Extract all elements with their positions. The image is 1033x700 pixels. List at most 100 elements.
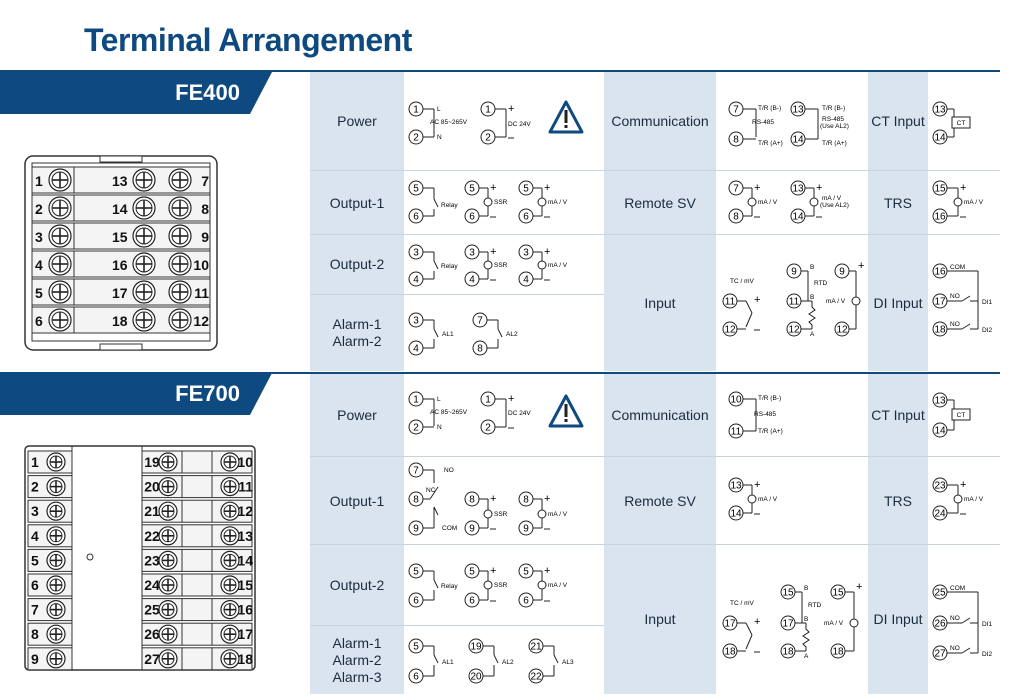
svg-text:19: 19	[470, 642, 482, 653]
fe700-trs-diagram: 23 + mA / V 24	[928, 457, 1000, 545]
svg-text:9: 9	[413, 524, 419, 535]
svg-text:10: 10	[730, 395, 742, 406]
terminal-number: 10	[193, 257, 209, 273]
svg-text:9: 9	[791, 267, 797, 278]
terminal-number: 18	[237, 651, 253, 667]
terminal-3: 3	[518, 244, 534, 260]
svg-text:4: 4	[523, 275, 529, 286]
terminal-7: 7	[408, 462, 424, 478]
fe700-alarm-label: Alarm-1 Alarm-2 Alarm-3	[310, 625, 404, 694]
terminal-row: 3 15 9	[35, 223, 209, 249]
svg-text:B: B	[810, 294, 814, 301]
terminal-5: 5	[464, 563, 480, 579]
svg-text:23: 23	[934, 481, 946, 492]
svg-text:12: 12	[724, 325, 736, 336]
terminal-2: 2	[408, 129, 424, 145]
svg-text:6: 6	[413, 596, 419, 607]
svg-text:20: 20	[470, 672, 482, 683]
svg-text:18: 18	[782, 647, 794, 658]
fe400-input-label: Input	[604, 235, 716, 371]
terminal-8: 8	[472, 340, 488, 356]
terminal-number: 9	[201, 229, 209, 245]
fe400-model-name: FE400	[175, 80, 240, 105]
terminal-21: 21	[528, 638, 544, 654]
svg-text:27: 27	[934, 649, 946, 660]
terminal-number: 5	[31, 552, 39, 568]
svg-text:3: 3	[469, 248, 475, 259]
terminal-number: 2	[35, 201, 43, 217]
terminal-11: 11	[786, 293, 802, 309]
label-al1: AL1	[442, 659, 454, 666]
label-no: NO	[950, 615, 960, 622]
svg-text:2: 2	[485, 133, 491, 144]
terminal-15: 15	[830, 584, 846, 600]
terminal-number: 8	[201, 201, 209, 217]
label-ma-v: mA / V	[548, 199, 568, 206]
terminal-number: 3	[35, 229, 43, 245]
terminal-5: 5	[518, 563, 534, 579]
terminal-24: 24	[932, 505, 948, 521]
terminal-number: 17	[112, 285, 128, 301]
svg-text:5: 5	[523, 567, 529, 578]
terminal-14: 14	[932, 129, 948, 145]
terminal-14: 14	[932, 422, 948, 438]
svg-text:6: 6	[469, 596, 475, 607]
svg-text:24: 24	[934, 509, 946, 520]
label-rtd: RTD	[808, 602, 822, 609]
label-ac: AC 85~265V	[430, 119, 468, 126]
terminal-number: 13	[237, 528, 253, 544]
terminal-4: 4	[518, 271, 534, 287]
svg-text:11: 11	[789, 297, 800, 308]
fe400-output1-diagram: 5 Relay 6 5 + SSR 6 5 + mA / V 6	[404, 171, 604, 235]
svg-text:5: 5	[469, 184, 475, 195]
fe400-ct-diagram: 13 CT 14	[928, 72, 1000, 170]
svg-text:5: 5	[413, 642, 419, 653]
terminal-19: 19	[468, 638, 484, 654]
terminal-number: 16	[237, 602, 253, 618]
label-ma-v: mA / V	[826, 298, 846, 305]
terminal-16: 16	[932, 208, 948, 224]
svg-text:2: 2	[413, 423, 419, 434]
fe400-top-line	[0, 70, 1000, 72]
terminal-5: 5	[408, 638, 424, 654]
label-tr-a: T/R (A+)	[758, 140, 783, 147]
fe400-output2-label: Output-2	[310, 235, 404, 294]
label-al3: AL3	[562, 659, 574, 666]
label-ma-v: mA / V	[824, 620, 844, 627]
label-ct: CT	[957, 412, 966, 419]
svg-text:17: 17	[782, 619, 794, 630]
label-ma-v: mA / V	[964, 199, 984, 206]
terminal-3: 3	[408, 244, 424, 260]
label-rtd: RTD	[814, 280, 828, 287]
svg-text:8: 8	[733, 212, 739, 223]
fe700-banner: FE700	[0, 373, 272, 415]
label-L: L	[437, 396, 441, 403]
fe700-trs-label: TRS	[868, 457, 928, 545]
label-tc-mv: TC / mV	[730, 278, 754, 285]
svg-text:11: 11	[731, 427, 742, 438]
terminal-2: 2	[408, 419, 424, 435]
svg-text:+: +	[754, 294, 760, 306]
label-no: NO	[950, 645, 960, 652]
svg-text:B: B	[810, 264, 814, 271]
fe700-alarm-diagram: 5 AL1 6 19 AL2 20 21 AL3 22	[404, 625, 604, 694]
label-relay: Relay	[441, 263, 458, 270]
terminal-number: 11	[238, 479, 253, 495]
svg-text:13: 13	[934, 396, 946, 407]
fe400-remote-sv-label: Remote SV	[604, 171, 716, 235]
svg-text:+: +	[960, 479, 966, 491]
terminal-number: 15	[112, 229, 128, 245]
svg-text:8: 8	[733, 135, 739, 146]
svg-text:2: 2	[413, 133, 419, 144]
label-ct: CT	[957, 120, 966, 127]
svg-text:+: +	[544, 565, 550, 577]
svg-text:5: 5	[413, 567, 419, 578]
terminal-14: 14	[790, 131, 806, 147]
terminal-13: 13	[932, 392, 948, 408]
svg-text:17: 17	[724, 619, 736, 630]
svg-text:+: +	[490, 246, 496, 258]
